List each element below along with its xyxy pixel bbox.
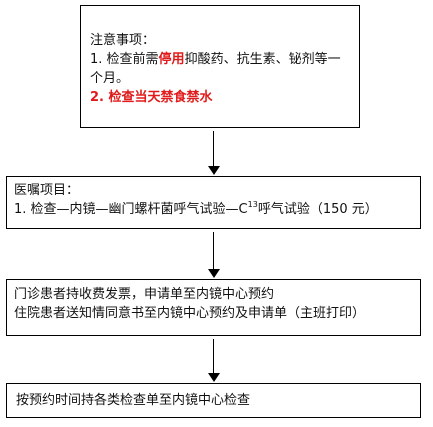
exam-box: 按预约时间持各类检查单至内镜中心检查 bbox=[6, 383, 421, 418]
notice-box: 注意事项： 1. 检查前需停用抑酸药、抗生素、铋剂等一个月。 2. 检查当天禁食… bbox=[80, 5, 360, 128]
orders-item-1-sup: 13 bbox=[247, 199, 258, 209]
arrow-1 bbox=[208, 131, 220, 175]
orders-box: 医嘱项目： 1. 检查—内镜—幽门螺杆菌呼气试验—C13呼气试验（150 元） bbox=[6, 176, 421, 229]
notice-item-1-pre: 1. 检查前需 bbox=[90, 52, 159, 67]
exam-line-1: 按预约时间持各类检查单至内镜中心检查 bbox=[16, 393, 251, 408]
notice-item-2: 2. 检查当天禁食禁水 bbox=[90, 90, 213, 105]
booking-box: 门诊患者持收费发票，申请单至内镜中心预约 住院患者送知情同意书至内镜中心预约及申… bbox=[6, 279, 421, 336]
orders-heading: 医嘱项目： bbox=[14, 183, 80, 198]
booking-line-2: 住院患者送知情同意书至内镜中心预约及申请单（主班打印） bbox=[14, 306, 366, 321]
notice-item-1: 1. 检查前需停用抑酸药、抗生素、铋剂等一个月。 bbox=[90, 50, 351, 88]
notice-heading: 注意事项： bbox=[90, 33, 156, 48]
notice-item-1-post: 抑酸药、抗生素、铋剂等一个月。 bbox=[90, 52, 341, 86]
notice-item-1-highlight: 停用 bbox=[158, 52, 185, 67]
orders-item-1: 1. 检查—内镜—幽门螺杆菌呼气试验—C13呼气试验（150 元） bbox=[14, 200, 413, 219]
arrow-2 bbox=[208, 232, 220, 278]
orders-item-1-post: 呼气试验（150 元） bbox=[257, 202, 378, 217]
orders-item-1-pre: 1. 检查—内镜—幽门螺杆菌呼气试验—C bbox=[14, 202, 248, 217]
booking-line-1: 门诊患者持收费发票，申请单至内镜中心预约 bbox=[14, 287, 275, 302]
arrow-3 bbox=[208, 339, 220, 382]
